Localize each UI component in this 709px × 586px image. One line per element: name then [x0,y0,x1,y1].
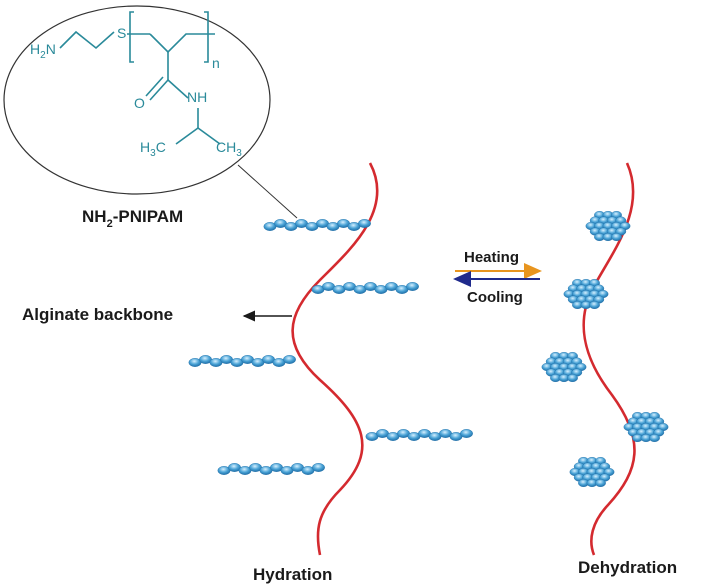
ch-left-bond [175,127,199,145]
hydration-label: Hydration [253,565,332,584]
carbonyl-bond-1 [149,79,169,101]
cooling-label: Cooling [467,289,523,306]
methyl-left-label: H3C [140,139,166,159]
backbone-left [291,162,379,556]
right-bracket [204,11,209,63]
left-bracket [129,11,134,63]
globule-bead [589,301,600,310]
dehydration-label: Dehydration [578,558,677,577]
chain-bead [312,463,325,472]
backbone-bonds [149,33,215,54]
chain-bead [460,429,473,438]
chain-bead [283,355,296,364]
ch-right-bond [197,127,221,145]
bead-chain-icon [217,463,325,475]
globule-icon [585,210,631,241]
amide-label: NH [187,89,207,105]
globule-icon [541,352,587,383]
globule-bead [595,479,606,488]
bead-chain-icon [263,219,371,231]
oxygen-label: O [134,95,145,111]
backbone-right [582,162,636,556]
methyl-right-label: CH3 [216,139,242,159]
hydrated-chains [188,219,473,475]
carbonyl-bond-2 [145,76,164,97]
repeat-index: n [212,55,220,71]
globule-bead [649,434,660,443]
bead-chain-icon [311,282,419,294]
structure-bubble: H2N S n O NH H3C CH3 [3,5,298,219]
polymer-name-label: NH2-PNIPAM [82,207,183,230]
chain-bead [406,282,419,291]
globule-bead [611,232,622,241]
heating-label: Heating [464,249,519,266]
globule-icon [623,412,669,443]
bead-chain-icon [365,429,473,441]
globule-icon [569,457,615,488]
globule-icon [563,279,609,310]
sulfur-label: S [117,25,126,41]
bead-chain-icon [188,355,296,367]
globule-bead [567,374,578,383]
dehydrated-globules [541,210,669,488]
callout-line [237,164,298,219]
ethyl-bonds [59,30,115,50]
chain-bead [358,219,371,228]
structure-ellipse [3,5,271,195]
amide-bond [167,79,189,99]
amine-label: H2N [30,41,56,61]
backbone-label: Alginate backbone [22,305,173,324]
